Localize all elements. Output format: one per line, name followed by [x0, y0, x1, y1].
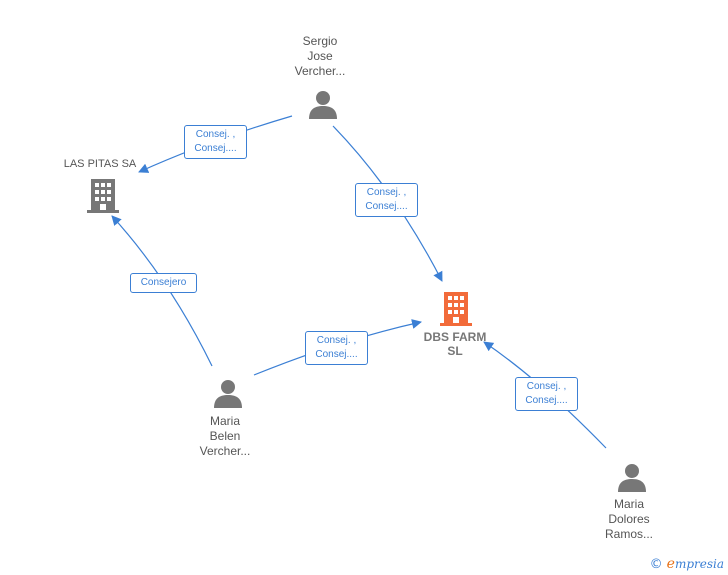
- node-label-maria-belen[interactable]: Maria Belen Vercher...: [185, 414, 265, 459]
- node-label-maria-dolores[interactable]: Maria Dolores Ramos...: [589, 497, 669, 542]
- node-label-line: Sergio: [302, 34, 338, 48]
- person-icon[interactable]: [617, 462, 647, 492]
- building-icon[interactable]: [86, 177, 120, 213]
- building-icon[interactable]: [439, 290, 473, 326]
- copyright-symbol: ©: [649, 557, 663, 572]
- person-icon[interactable]: [213, 378, 243, 408]
- node-label-sergio[interactable]: Sergio Jose Vercher...: [280, 34, 360, 79]
- node-label-dbs-farm[interactable]: DBS FARM SL: [410, 330, 500, 358]
- node-label-line: Maria: [209, 414, 240, 428]
- node-label-line: Dolores: [608, 512, 650, 526]
- edge-label-maria-belen-dbs-farm[interactable]: Consej. , Consej....: [305, 331, 368, 365]
- person-icon[interactable]: [308, 89, 338, 119]
- node-label-line: Jose: [307, 49, 333, 63]
- node-label-las-pitas[interactable]: LAS PITAS SA: [50, 157, 150, 172]
- edge-label-sergio-dbs-farm[interactable]: Consej. , Consej....: [355, 183, 418, 217]
- edge-label-line: Consej. ,: [526, 381, 567, 392]
- brand-name: mpresia: [674, 557, 724, 571]
- brand-logo[interactable]: ©empresia: [650, 556, 724, 572]
- edge-label-line: Consej. ,: [366, 187, 407, 198]
- edge-label-line: Consej. ,: [195, 129, 236, 140]
- edge-label-sergio-las-pitas[interactable]: Consej. , Consej....: [184, 125, 247, 159]
- edge-label-maria-belen-las-pitas[interactable]: Consejero: [130, 273, 197, 293]
- edge-label-maria-dolores-dbs-farm[interactable]: Consej. , Consej....: [515, 377, 578, 411]
- edge-label-line: Consej....: [194, 143, 237, 154]
- node-label-line: LAS PITAS SA: [63, 158, 137, 170]
- node-label-line: DBS FARM: [423, 330, 487, 344]
- node-label-line: Maria: [613, 497, 644, 511]
- node-label-line: SL: [447, 344, 463, 358]
- edge-label-line: Consej....: [365, 201, 408, 212]
- node-label-line: Belen: [209, 429, 241, 443]
- node-label-line: Vercher...: [294, 64, 346, 78]
- edge-label-line: Consej. ,: [316, 335, 357, 346]
- edge-label-line: Consej....: [315, 349, 358, 360]
- edge-label-line: Consej....: [525, 395, 568, 406]
- edge-label-line: Consejero: [140, 277, 187, 288]
- brand-initial: e: [666, 556, 675, 572]
- node-label-line: Ramos...: [604, 527, 653, 541]
- node-label-line: Vercher...: [199, 444, 251, 458]
